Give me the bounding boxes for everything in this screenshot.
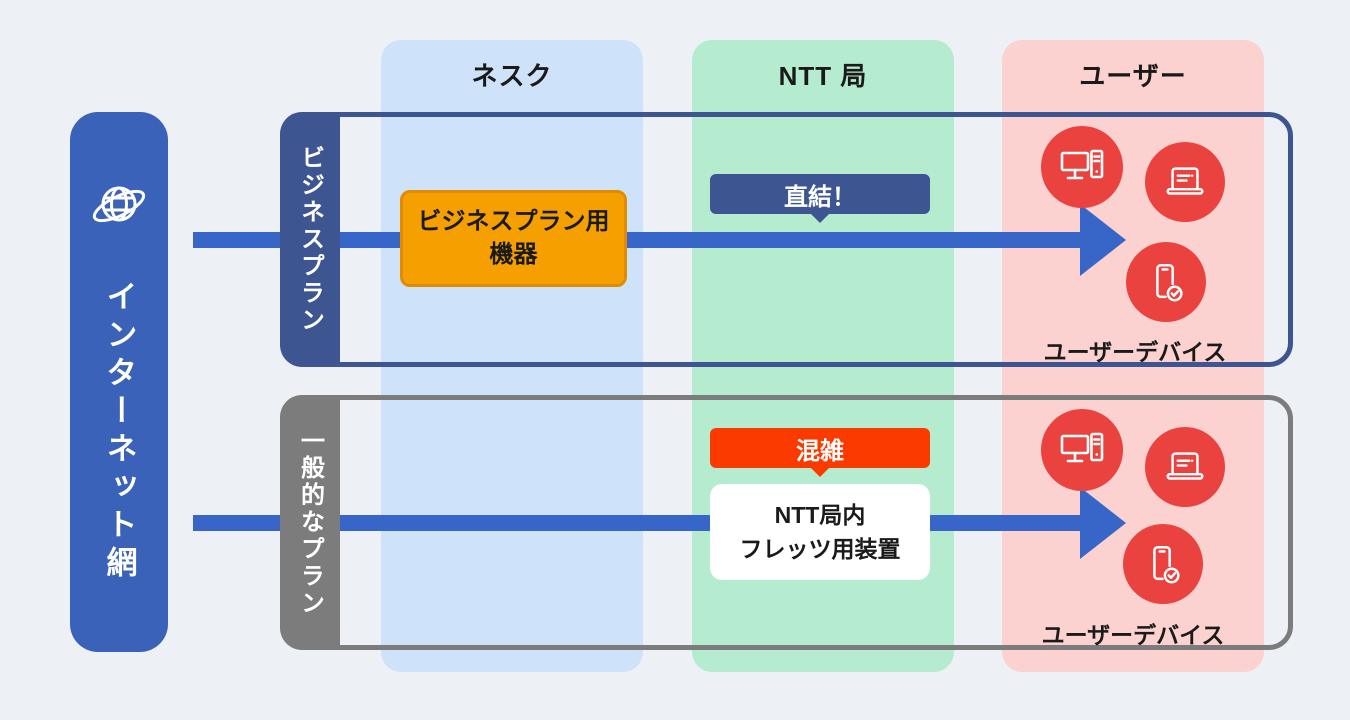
desktop-pc-icon: [1041, 409, 1123, 491]
column-nesk-label: ネスク: [471, 61, 553, 91]
arrow-head-icon: [1080, 204, 1126, 276]
smartphone-check-icon: [1126, 242, 1206, 322]
internet-network-label: インターネット網: [101, 280, 137, 584]
direct-connection-badge: 直結！: [710, 174, 930, 214]
smartphone-check-icon: [1123, 524, 1203, 604]
business-equipment-line1: ビジネスプラン用: [417, 208, 610, 236]
ntt-flets-equipment-line1: NTT局内: [774, 501, 866, 528]
direct-connection-badge-label: 直結！: [784, 183, 856, 211]
laptop-icon: [1145, 427, 1225, 507]
globe-icon: [87, 174, 151, 243]
congestion-badge-label: 混雑: [796, 437, 844, 465]
column-nesk: ネスク: [381, 40, 643, 672]
business-equipment-line2: 機器: [489, 240, 538, 268]
ntt-flets-equipment-line2: フレッツ用装置: [739, 536, 901, 562]
congestion-badge: 混雑: [710, 428, 930, 468]
business-equipment-box: ビジネスプラン用 機器: [400, 190, 627, 287]
business-plan-tab-label: ビジネスプラン: [296, 145, 324, 334]
column-ntt-label: NTT 局: [778, 61, 868, 91]
general-plan-tab: 一般的なプラン: [280, 395, 340, 650]
column-user-label: ユーザー: [1079, 61, 1187, 91]
arrow-head-icon: [1080, 487, 1126, 559]
user-devices-label-business: ユーザーデバイス: [1043, 339, 1227, 365]
desktop-pc-icon: [1041, 126, 1123, 208]
business-plan-tab: ビジネスプラン: [280, 112, 340, 367]
internet-network-panel: インターネット網: [70, 112, 168, 652]
general-plan-tab-label: 一般的なプラン: [296, 428, 324, 617]
ntt-flets-equipment-box: NTT局内 フレッツ用装置: [710, 484, 930, 580]
user-devices-label-general: ユーザーデバイス: [1041, 622, 1225, 648]
laptop-icon: [1145, 142, 1225, 222]
